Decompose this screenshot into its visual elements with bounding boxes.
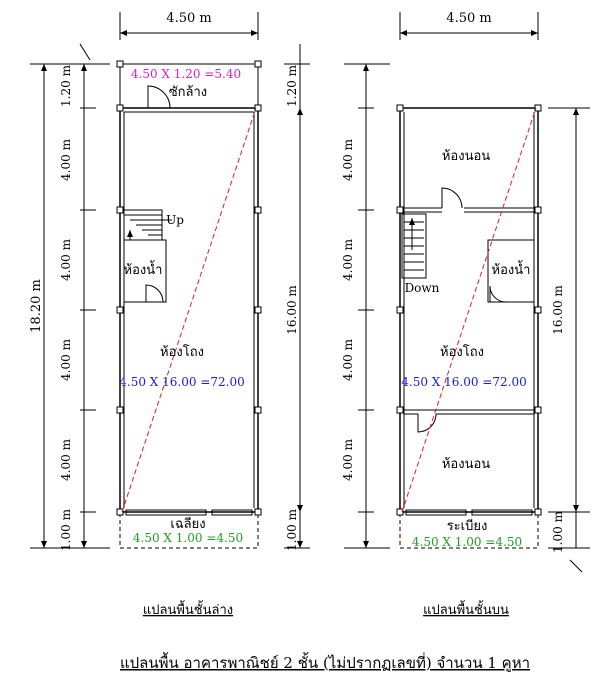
mid-right-seg-6: 1.00 m — [285, 508, 299, 551]
ground-wash-area: 4.50 X 1.20 =5.40 — [131, 67, 241, 81]
left-seg-5: 4.00 m — [59, 438, 73, 481]
mid-left-height: 16.00 m — [285, 285, 299, 335]
left-seg-4: 4.00 m — [59, 338, 73, 381]
mid-right-seg-1: 1.20 m — [285, 64, 299, 107]
mid-right-seg-2: 4.00 m — [341, 138, 355, 181]
ground-hall-area: 4.50 X 16.00 =72.00 — [119, 375, 244, 389]
ground-bathroom-label: ห้องน้ำ — [124, 260, 163, 278]
upper-bathroom-label: ห้องน้ำ — [492, 260, 531, 278]
upper-hall-area: 4.50 X 16.00 =72.00 — [401, 375, 526, 389]
main-caption: แปลนพื้น อาคารพาณิชย์ 2 ชั้น (ไม่ปรากฏเล… — [120, 652, 530, 672]
ground-caption: แปลนพื้นชั้นล่าง — [143, 600, 233, 618]
ground-wash-label: ซักล้าง — [169, 85, 207, 100]
upper-down-label: Down — [405, 281, 440, 295]
top-width-right: 4.50 m — [446, 11, 491, 26]
ground-porch-area: 4.50 X 1.00 =4.50 — [133, 531, 243, 545]
upper-balcony-area: 4.50 X 1.00 =4.50 — [412, 535, 522, 549]
ground-hall-label: ห้องโถง — [160, 344, 204, 360]
left-seg-6: 1.00 m — [59, 508, 73, 551]
ground-floor-plan — [30, 12, 262, 549]
right-height: 16.00 m — [551, 285, 565, 335]
upper-caption: แปลนพื้นชั้นบน — [423, 600, 509, 618]
mid-right-seg-4: 4.00 m — [341, 338, 355, 381]
mid-right-seg-3: 4.00 m — [341, 238, 355, 281]
ground-up-label: Up — [166, 213, 184, 227]
upper-bedroom-top-label: ห้องนอน — [442, 149, 490, 164]
upper-floor-plan — [284, 12, 590, 573]
upper-hall-label: ห้องโถง — [440, 344, 484, 360]
top-width-left: 4.50 m — [166, 11, 211, 26]
mid-right-seg-5: 4.00 m — [341, 438, 355, 481]
left-seg-2: 4.00 m — [59, 138, 73, 181]
ground-porch-label: เฉลียง — [170, 516, 205, 532]
total-height-left: 18.20 m — [29, 279, 44, 333]
left-seg-1: 1.20 m — [59, 64, 73, 107]
upper-bedroom-bottom-label: ห้องนอน — [442, 457, 490, 472]
left-seg-3: 4.00 m — [59, 238, 73, 281]
right-seg-bottom: 1.00 m — [551, 510, 565, 553]
upper-balcony-label: ระเบียง — [447, 518, 488, 534]
